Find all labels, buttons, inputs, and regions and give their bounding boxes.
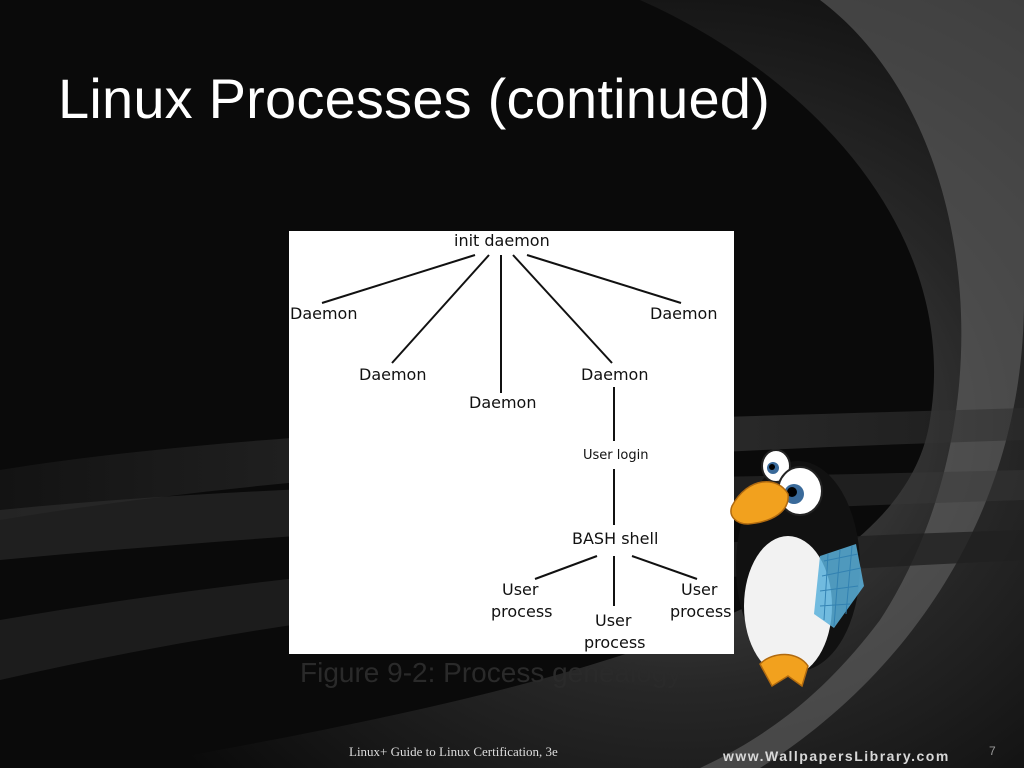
node-daemon-5: Daemon xyxy=(650,304,717,324)
edge-bash-user-process-3 xyxy=(632,556,697,579)
penguin-illustration xyxy=(728,436,868,691)
node-user-process-2-line1: User xyxy=(595,611,631,631)
node-bash-shell: BASH shell xyxy=(572,529,658,549)
figure-caption: Figure 9-2: Process genealogy xyxy=(300,657,681,689)
node-user-login: User login xyxy=(583,446,648,466)
node-user-process-1-line1: User xyxy=(502,580,538,600)
node-daemon-1: Daemon xyxy=(290,304,357,324)
node-user-process-3-line1: User xyxy=(681,580,717,600)
node-user-process-1-line2: process xyxy=(491,602,552,622)
footer-text: Linux+ Guide to Linux Certification, 3e xyxy=(349,744,558,760)
edge-bash-user-process-1 xyxy=(535,556,597,579)
page-number: 7 xyxy=(989,744,996,758)
watermark: www.WallpapersLibrary.com xyxy=(723,748,950,764)
node-user-process-2-line2: process xyxy=(584,633,645,653)
process-genealogy-diagram: init daemon Daemon Daemon Daemon Daemon … xyxy=(289,231,734,654)
node-daemon-3: Daemon xyxy=(469,393,536,413)
node-daemon-4: Daemon xyxy=(581,365,648,385)
edge-init-daemon-4 xyxy=(513,255,612,363)
node-init-daemon: init daemon xyxy=(454,231,550,251)
node-user-process-3-line2: process xyxy=(670,602,731,622)
node-daemon-2: Daemon xyxy=(359,365,426,385)
slide-title: Linux Processes (continued) xyxy=(58,66,770,131)
edge-init-daemon-2 xyxy=(392,255,489,363)
